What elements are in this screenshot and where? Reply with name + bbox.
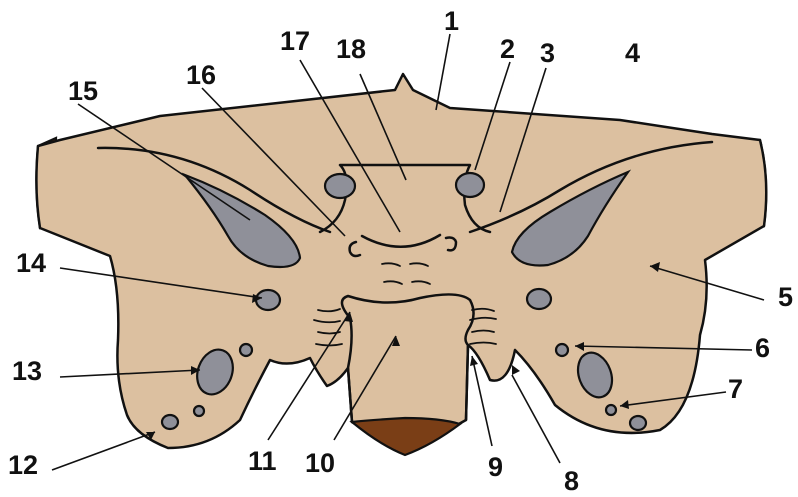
label-4: 4 bbox=[625, 38, 640, 68]
label-16: 16 bbox=[186, 60, 216, 90]
left-foramen-rotundum bbox=[256, 290, 280, 310]
label-2: 2 bbox=[500, 34, 515, 64]
label-5: 5 bbox=[778, 282, 793, 312]
label-1: 1 bbox=[444, 6, 459, 36]
right-optic-canal bbox=[456, 173, 484, 197]
right-foramen-rotundum bbox=[527, 289, 551, 309]
left-small-foramen bbox=[194, 406, 204, 416]
label-3: 3 bbox=[540, 38, 555, 68]
label-17: 17 bbox=[280, 26, 310, 56]
left-optic-canal bbox=[325, 174, 355, 198]
label-7: 7 bbox=[728, 374, 743, 404]
label-6: 6 bbox=[755, 333, 770, 363]
left-foramen-spinosum bbox=[162, 415, 178, 429]
label-15: 15 bbox=[68, 76, 98, 106]
label-8: 8 bbox=[564, 466, 579, 496]
label-11: 11 bbox=[248, 446, 277, 476]
label-9: 9 bbox=[488, 452, 503, 482]
right-foramen-spinosum bbox=[630, 416, 646, 430]
label-12: 12 bbox=[8, 450, 38, 480]
right-foramen-vesalius bbox=[556, 344, 568, 356]
label-18: 18 bbox=[336, 34, 366, 64]
right-small-foramen bbox=[606, 405, 616, 415]
label-13: 13 bbox=[12, 356, 42, 386]
label-14: 14 bbox=[16, 248, 46, 278]
label-10: 10 bbox=[305, 448, 335, 478]
left-foramen-vesalius bbox=[240, 344, 252, 356]
basal-cut-surface bbox=[352, 418, 460, 455]
